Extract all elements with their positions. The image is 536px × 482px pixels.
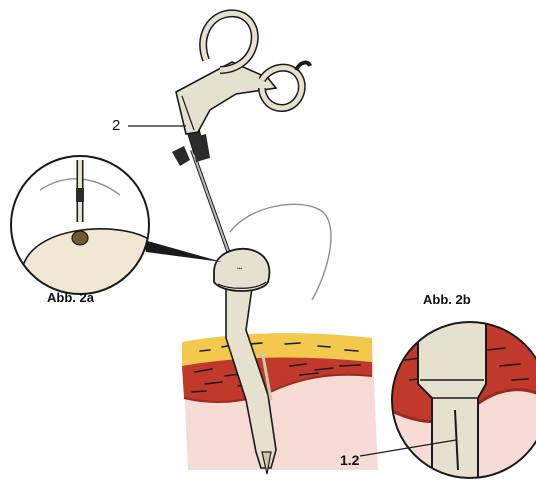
- trocar-logo: ▪▪▪: [237, 266, 243, 272]
- part-label-2: 2: [112, 117, 120, 134]
- callout-wedge-a: [144, 240, 222, 262]
- magnifier-circle-icon: [390, 318, 536, 480]
- tissue-section: [182, 333, 378, 470]
- part-label-1-2: 1.2: [340, 452, 359, 468]
- scissor-grip-icon: [172, 13, 310, 166]
- figure-label-2a: Abb. 2a: [47, 290, 94, 305]
- magnifier-circle-icon: [10, 155, 222, 300]
- figure-label-2b: Abb. 2b: [423, 292, 471, 307]
